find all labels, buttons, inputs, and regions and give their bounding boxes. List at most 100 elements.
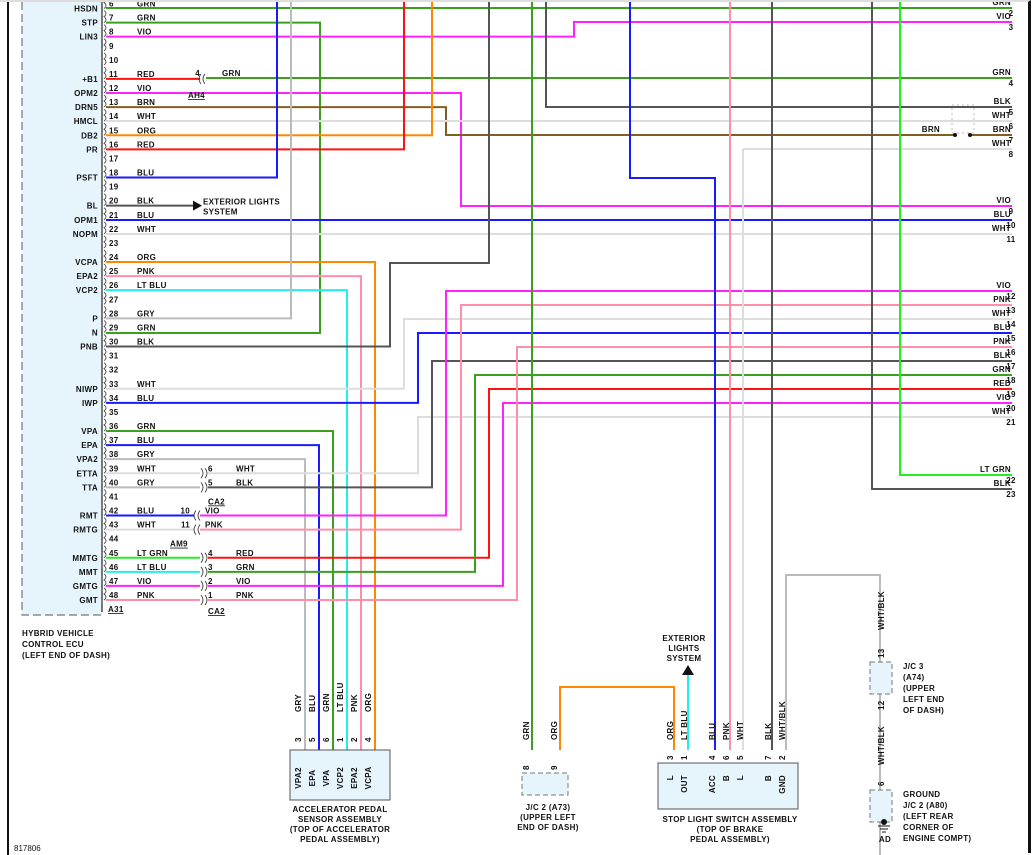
pin-bracket: [103, 446, 107, 460]
pin-number: 15: [109, 126, 119, 135]
ah4-id: AH4: [188, 91, 205, 100]
ca2-wire-label: WHT: [236, 464, 255, 473]
pin-bracket: [103, 52, 107, 66]
ecu-name-line: (LEFT END OF DASH): [22, 651, 110, 660]
ca2-wire-label: GRN: [236, 563, 255, 572]
right-terminal-number: 12: [1006, 292, 1016, 301]
right-wire-label: BLK: [994, 479, 1011, 488]
pin-bracket: [103, 249, 107, 263]
jc2-a73-name: J/C 2 (A73): [526, 803, 571, 812]
shield-splice: [951, 104, 975, 134]
am9-wire-label: PNK: [205, 521, 223, 530]
jc2-wire-label: ORG: [550, 721, 559, 740]
pin-number: 42: [109, 507, 119, 516]
right-terminal-number: 17: [1006, 362, 1016, 371]
jc3-a74-name: LEFT END: [903, 695, 945, 704]
pin-number: 25: [109, 267, 119, 276]
terminal-label: ETTA: [77, 469, 99, 478]
sls-wire-label: BLK: [764, 723, 773, 740]
sls-name: (TOP OF BRAKE: [697, 825, 764, 834]
wire-color-label: VIO: [137, 28, 152, 37]
terminal-label: LIN3: [79, 33, 98, 42]
connector-ca2: [200, 482, 208, 493]
connector-ca2: [200, 468, 208, 479]
right-terminal-number: 11: [1006, 235, 1015, 244]
pin-bracket: [103, 137, 107, 150]
sls-term: L: [736, 775, 745, 780]
wire-blk-23: [871, 0, 1012, 490]
wire-vcpa: [106, 261, 376, 750]
right-terminal-number: 6: [1009, 122, 1014, 131]
pin-number: 14: [109, 112, 119, 121]
right-terminal-number: 5: [1009, 108, 1014, 117]
wire-niwp: [106, 318, 1012, 390]
pin-bracket: [103, 545, 107, 559]
connector-am9: [193, 510, 201, 521]
pin-bracket: [103, 489, 107, 502]
ca2-wire-label: PNK: [236, 591, 254, 600]
right-wire-label: WHT: [992, 139, 1011, 148]
pin-number: 20: [109, 197, 119, 206]
connector-am9: [193, 524, 201, 535]
pin-number: 11: [109, 70, 118, 79]
wire-epa: [106, 444, 320, 750]
right-terminal-number: 21: [1006, 418, 1016, 427]
wire-jc2-org: [559, 686, 675, 750]
pin-bracket: [103, 151, 107, 164]
wire-epa2: [106, 275, 362, 750]
pin-number: 10: [109, 56, 119, 65]
wire-color-label: PNK: [137, 267, 155, 276]
wire-ca2-out: [208, 346, 1012, 601]
pin-number: 41: [109, 492, 119, 501]
pin-bracket: [103, 108, 107, 122]
pin-number: 16: [109, 140, 119, 149]
right-terminal-number: 18: [1006, 376, 1016, 385]
right-wire-label: VIO: [996, 196, 1011, 205]
wire-pnb: [106, 0, 490, 348]
terminal-label: OPM2: [74, 89, 98, 98]
right-wire-label: BLK: [994, 97, 1011, 106]
accel-wire-label: LT BLU: [336, 682, 345, 712]
jc3-a74-box: [869, 661, 893, 695]
right-terminal-number: 8: [1009, 150, 1014, 159]
am9-wire-label: VIO: [205, 507, 220, 516]
terminal-label: PR: [86, 145, 98, 154]
right-wire-label: VIO: [996, 393, 1011, 402]
pin-bracket: [103, 24, 107, 37]
accel-pin: 6: [322, 737, 331, 742]
pin-bracket: [103, 306, 107, 319]
pin-number: 12: [109, 84, 119, 93]
terminal-label: PNB: [80, 343, 98, 352]
pin-bracket: [103, 334, 107, 347]
right-wire-label: GRN: [992, 365, 1011, 374]
pin-bracket: [103, 475, 107, 488]
wire-acc: [629, 0, 716, 750]
ca2-pin: 4: [208, 549, 213, 558]
sls-wire-label: WHT: [736, 721, 745, 740]
wire-stp-n: [106, 21, 321, 334]
ca2-pin: 1: [208, 591, 213, 600]
pin-bracket: [103, 0, 107, 9]
accel-term: VPA2: [294, 767, 303, 789]
jc3-pin: 13: [877, 648, 886, 658]
wire-iwp: [106, 332, 1012, 404]
pin-number: 21: [109, 211, 119, 220]
wire-lin3: [106, 21, 1012, 38]
jc3-wire-label: WHT/BLK: [877, 726, 886, 765]
ah4-pin: 4: [195, 69, 200, 78]
wire-color-label: LT GRN: [137, 549, 168, 558]
pin-bracket: [103, 559, 107, 573]
pin-bracket: [103, 587, 107, 601]
sls-name: PEDAL ASSEMBLY): [690, 835, 770, 844]
terminal-label: GMT: [79, 596, 98, 605]
pin-bracket: [103, 531, 107, 544]
pin-number: 37: [109, 436, 119, 445]
accel-term: EPA: [308, 770, 317, 787]
accel-pin: 1: [336, 737, 345, 742]
am9-id: AM9: [170, 540, 188, 549]
pin-bracket: [103, 235, 107, 249]
wire-color-label: BLU: [137, 211, 154, 220]
accel-wire-label: PNK: [350, 694, 359, 712]
wire-color-label: WHT: [137, 225, 156, 234]
wire-color-label: RED: [137, 140, 155, 149]
